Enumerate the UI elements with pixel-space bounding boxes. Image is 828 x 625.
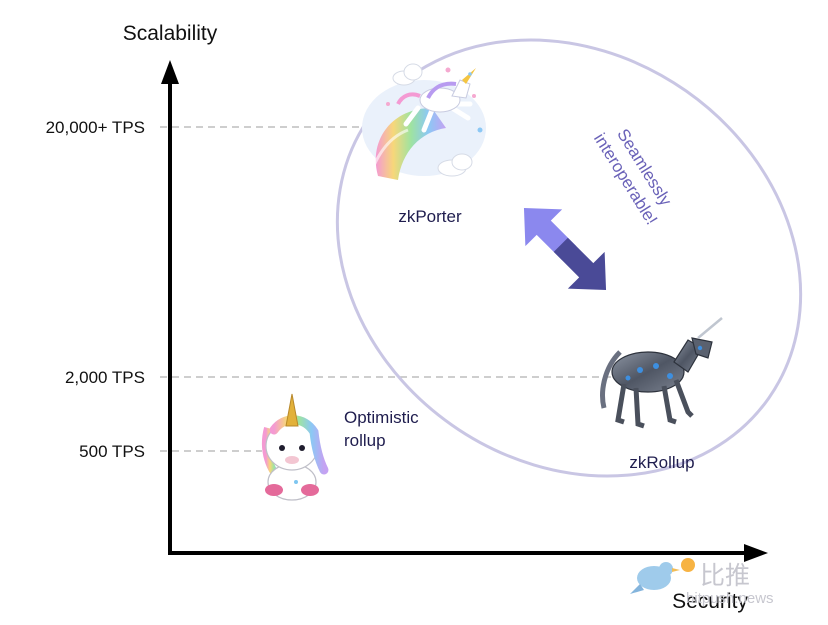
y-tick-label-2000: 2,000 TPS xyxy=(65,368,145,387)
y-tick-label-500: 500 TPS xyxy=(79,442,145,461)
x-axis-arrowhead xyxy=(744,544,768,562)
watermark-en: bitpush.news xyxy=(686,590,774,607)
robot-unicorn-icon xyxy=(600,317,723,429)
plush-unicorn-icon xyxy=(261,393,329,501)
zk-ellipse xyxy=(335,38,803,478)
optimistic-label-line-1: Optimistic xyxy=(344,408,419,427)
zkporter-label: zkPorter xyxy=(398,207,462,226)
rainbow-unicorn-icon xyxy=(362,63,486,180)
zkrollup-label: zkRollup xyxy=(629,453,694,472)
bird-logo-icon xyxy=(630,558,695,594)
arrow-down-right xyxy=(553,237,607,291)
watermark-cn: 比推 xyxy=(700,561,750,590)
y-axis-title: Scalability xyxy=(123,22,218,45)
y-axis-arrowhead xyxy=(161,60,179,84)
x-axis-title: Security xyxy=(672,590,748,613)
optimistic-label-line-2: rollup xyxy=(344,431,386,450)
y-tick-label-20000: 20,000+ TPS xyxy=(46,118,145,137)
